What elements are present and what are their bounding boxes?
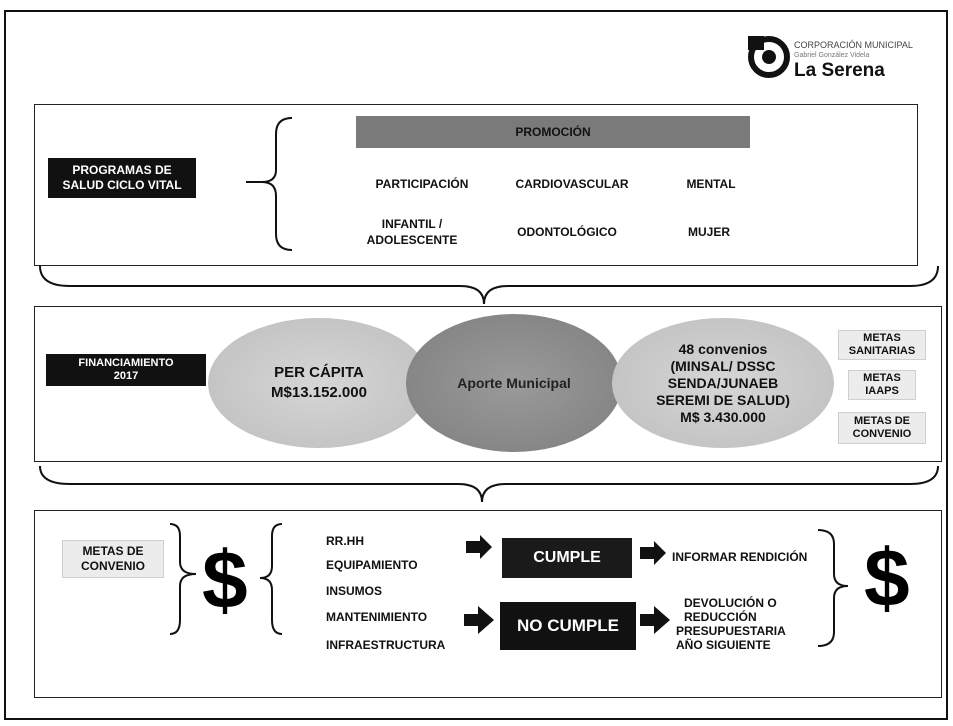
convenios-amount: M$ 3.430.000 [680, 408, 766, 425]
metas-convenio: METAS DE CONVENIO [838, 412, 926, 444]
program-odontologico: ODONTOLÓGICO [517, 225, 617, 239]
promocion-bar: PROMOCIÓN [356, 116, 750, 148]
convenios-line4: SEREMI DE SALUD) [656, 391, 790, 408]
percapita-amount: M$13.152.000 [271, 384, 367, 401]
devolucion-line4: AÑO SIGUIENTE [676, 638, 771, 652]
item-mantenimiento: MANTENIMIENTO [326, 610, 428, 624]
convenios-line3: SENDA/JUNAEB [667, 374, 779, 391]
informar-label: INFORMAR RENDICIÓN [672, 550, 808, 564]
program-cardiovascular: CARDIOVASCULAR [515, 177, 629, 191]
promocion-label: PROMOCIÓN [515, 125, 591, 139]
convenios-line1: 48 convenios [678, 340, 768, 357]
devolucion-line1: DEVOLUCIÓN O [684, 596, 777, 610]
no-cumple-box: NO CUMPLE [500, 602, 636, 650]
metas-convenio-label: METAS DE CONVENIO [62, 540, 164, 578]
brace-2-3 [39, 465, 939, 503]
arrow-icon-cumple-out [640, 541, 666, 565]
item-rrhh: RR.HH [326, 534, 364, 548]
items-bracket [259, 523, 283, 635]
arrow-icon-nocumple-out [640, 606, 670, 634]
percapita-ellipse: PER CÁPITA M$13.152.000 [208, 318, 430, 448]
devolucion-line2: REDUCCIÓN [684, 610, 757, 624]
percapita-title: PER CÁPITA [274, 364, 364, 381]
financing-label: FINANCIAMIENTO 2017 [46, 354, 206, 386]
metas-bracket [169, 523, 197, 635]
program-mental: MENTAL [686, 177, 736, 191]
arrow-icon-cumple-in [466, 535, 492, 559]
item-infraestructura: INFRAESTRUCTURA [326, 638, 446, 652]
programs-bracket [261, 117, 293, 251]
municipal-ellipse: Aporte Municipal [406, 314, 622, 452]
cumple-box: CUMPLE [502, 538, 632, 578]
program-infantil: INFANTIL / ADOLESCENTE [366, 217, 458, 247]
logo-line1: CORPORACIÓN MUNICIPAL [794, 40, 913, 50]
brace-1-2 [39, 265, 939, 305]
municipal-label: Aporte Municipal [457, 375, 571, 391]
program-mujer: MUJER [687, 225, 730, 239]
dollar-icon-right: $ [864, 533, 910, 624]
slide-frame [4, 10, 948, 720]
metas-sanitarias: METAS SANITARIAS [838, 330, 926, 360]
compliance-section [34, 510, 942, 698]
logo-mark-icon [748, 36, 790, 78]
logo-line2: Gabriel González Videla [794, 52, 870, 59]
item-insumos: INSUMOS [326, 584, 383, 598]
item-equipamiento: EQUIPAMIENTO [326, 558, 418, 572]
devolucion-line3: PRESUPUESTARIA [676, 624, 786, 638]
logo: CORPORACIÓN MUNICIPAL Gabriel González V… [748, 32, 948, 88]
arrow-icon-nocumple-in [464, 606, 494, 634]
program-participacion: PARTICIPACIÓN [375, 177, 469, 191]
logo-line3: La Serena [794, 60, 885, 81]
programs-label: PROGRAMAS DE SALUD CICLO VITAL [48, 158, 196, 198]
metas-iaaps: METAS IAAPS [848, 370, 916, 400]
result-bracket [817, 529, 849, 647]
convenios-ellipse: 48 convenios (MINSAL/ DSSC SENDA/JUNAEB … [612, 318, 834, 448]
convenios-line2: (MINSAL/ DSSC [670, 357, 776, 374]
devolucion-label: DEVOLUCIÓN O REDUCCIÓN PRESUPUESTARIA AÑ… [676, 596, 816, 652]
dollar-icon-left: $ [202, 535, 248, 626]
